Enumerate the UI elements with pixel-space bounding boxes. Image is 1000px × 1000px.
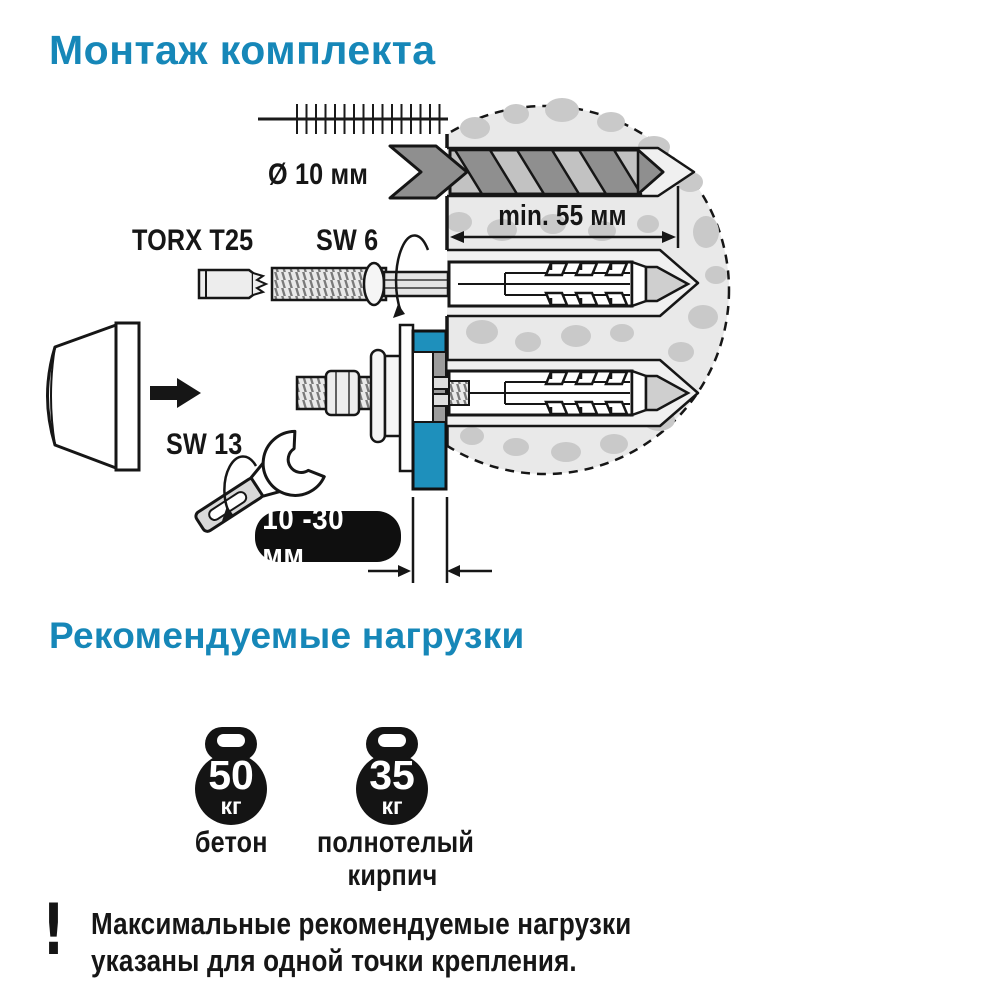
load-material-label: кирпич bbox=[347, 859, 437, 892]
washer-icon bbox=[369, 348, 387, 444]
wall-anchor-icon bbox=[447, 369, 691, 417]
plate-thickness-badge: 10 -30 мм bbox=[255, 501, 401, 572]
arrow-icon bbox=[150, 378, 201, 408]
rotation-arrow-icon bbox=[393, 234, 430, 318]
warning-text-line: указаны для одной точки крепления. bbox=[91, 943, 577, 978]
torx-bit-icon bbox=[197, 268, 269, 300]
drill-diameter-label: Ø 10 мм bbox=[268, 158, 369, 191]
wrench-size-label: SW 13 bbox=[166, 428, 243, 461]
warning-text-line: Максимальные рекомендуемые нагрузки bbox=[91, 906, 632, 941]
load-value: 50 bbox=[208, 752, 254, 798]
hex-key-label: SW 6 bbox=[316, 224, 379, 257]
cap-icon bbox=[46, 321, 141, 472]
hex-nut-icon bbox=[324, 369, 361, 417]
kettlebell-icon bbox=[195, 727, 267, 825]
torx-label: TORX T25 bbox=[132, 224, 254, 257]
kettlebell-icon bbox=[356, 727, 428, 825]
wrench-icon bbox=[194, 429, 326, 533]
load-material-label: полнотелый bbox=[316, 826, 474, 859]
screw-stud-icon bbox=[270, 261, 450, 307]
load-unit: кг bbox=[220, 793, 242, 819]
drill-depth-label: min. 55 мм bbox=[498, 200, 627, 232]
load-unit: кг bbox=[381, 793, 403, 819]
bolt-assembly bbox=[295, 323, 450, 491]
load-value: 35 bbox=[369, 752, 415, 798]
page-title: Монтаж комплекта bbox=[49, 27, 436, 73]
section-title-loads: Рекомендуемые нагрузки bbox=[49, 615, 525, 656]
rotation-arrow-icon bbox=[222, 455, 258, 521]
depth-marker-icon bbox=[258, 104, 448, 134]
drill-bit-icon bbox=[388, 144, 665, 200]
exclamation-icon: ! bbox=[42, 889, 65, 971]
wall-anchor-icon bbox=[447, 260, 691, 308]
load-material-label: бетон bbox=[194, 826, 268, 859]
depth-dimension-arrow bbox=[450, 186, 680, 248]
thickness-dimension-arrow bbox=[368, 497, 492, 583]
